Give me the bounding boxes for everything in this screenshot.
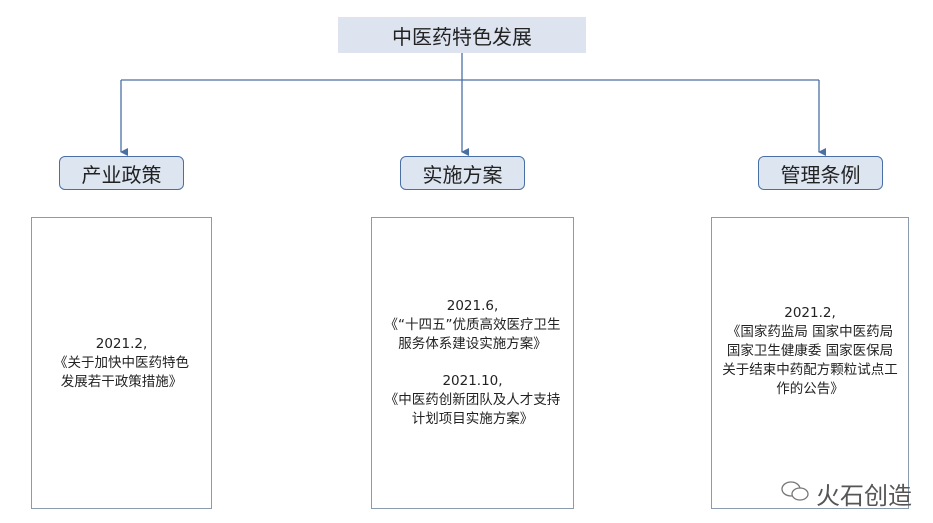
root-node: 中医药特色发展 xyxy=(338,17,586,53)
item-date: 2021.2, xyxy=(95,335,148,352)
item-title: 《国家药监局 国家中医药局 国家卫生健康委 国家医保局关于结束中药配方颗粒试点工… xyxy=(722,324,898,397)
wechat-icon xyxy=(780,479,810,509)
content-box-management-regulation: 2021.2, 《国家药监局 国家中医药局 国家卫生健康委 国家医保局关于结束中… xyxy=(711,217,909,509)
category-industry-policy: 产业政策 xyxy=(59,156,184,190)
item-title: 《关于加快中医药特色发展若干政策措施》 xyxy=(54,354,189,390)
item-title: 《“十四五”优质高效医疗卫生服务体系建设实施方案》 xyxy=(384,317,561,352)
category-management-regulation: 管理条例 xyxy=(758,156,883,190)
category-implementation-plan: 实施方案 xyxy=(400,156,525,190)
item-date: 2021.6, xyxy=(446,298,499,314)
item-date: 2021.10, xyxy=(442,373,503,389)
item-title: 《中医药创新团队及人才支持计划项目实施方案》 xyxy=(384,392,561,427)
item-date: 2021.2, xyxy=(784,305,836,321)
watermark: 火石创造 xyxy=(780,476,912,511)
content-box-implementation-plan: 2021.6, 《“十四五”优质高效医疗卫生服务体系建设实施方案》 2021.1… xyxy=(371,217,574,509)
content-box-industry-policy: 2021.2, 《关于加快中医药特色发展若干政策措施》 xyxy=(31,217,212,509)
watermark-text: 火石创造 xyxy=(816,482,912,510)
